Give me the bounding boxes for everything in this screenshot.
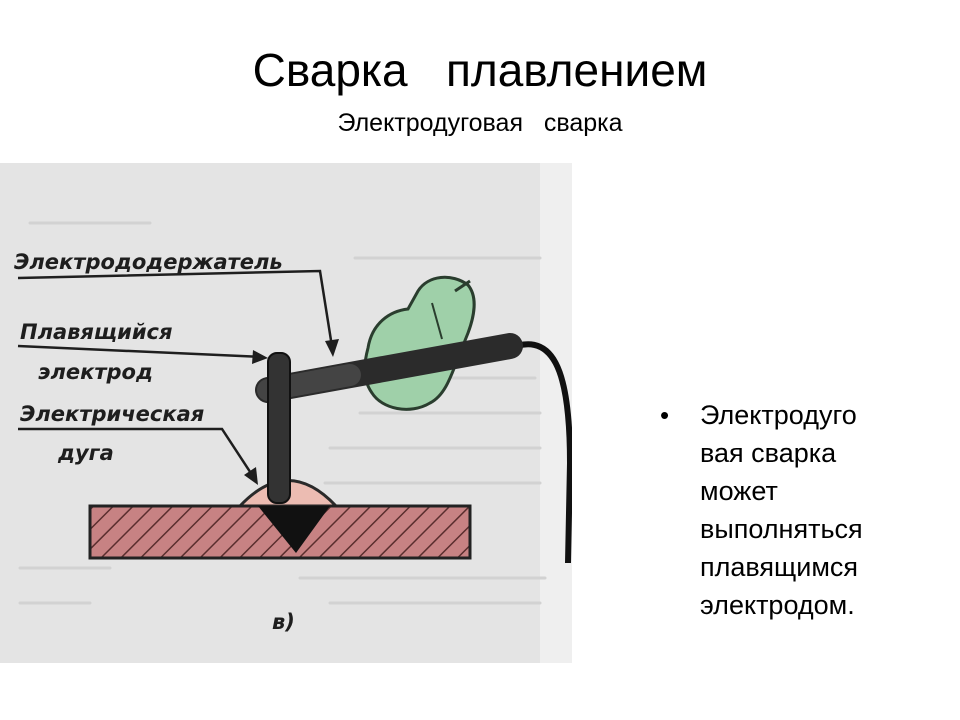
welding-diagram: Электрододержатель Плавящийся электрод Э…	[0, 163, 572, 663]
weld-groove	[258, 506, 330, 553]
label-electrode-holder: Электрододержатель	[14, 250, 283, 274]
hand-crease	[431, 302, 443, 340]
hand-finger-line	[454, 279, 471, 293]
melting-electrode	[267, 352, 291, 504]
pointer-lines	[17, 269, 335, 482]
bullet-list: • Электродуго вая сварка может выполнять…	[660, 396, 940, 624]
label-electric-arc-line1: Электрическая	[20, 402, 204, 426]
label-melting-electrode-line1: Плавящийся	[20, 320, 172, 344]
slide-title: Сварка плавлением	[252, 44, 708, 96]
label-electric-arc-line2: дуга	[57, 441, 114, 465]
bullet-dot: •	[660, 400, 670, 430]
bullet-item: • Электродуго вая сварка может выполнять…	[660, 396, 940, 624]
background-text-traces	[18, 221, 547, 605]
figure-caption: в)	[272, 610, 295, 634]
pointer-arrowheads	[244, 339, 339, 485]
bullet-text: Электродуго вая сварка может выполняться…	[700, 400, 863, 620]
label-melting-electrode-line2: электрод	[38, 360, 153, 384]
slide-subtitle: Электродуговая сварка	[337, 109, 623, 137]
welding-diagram-svg: Электрододержатель Плавящийся электрод Э…	[0, 163, 572, 663]
